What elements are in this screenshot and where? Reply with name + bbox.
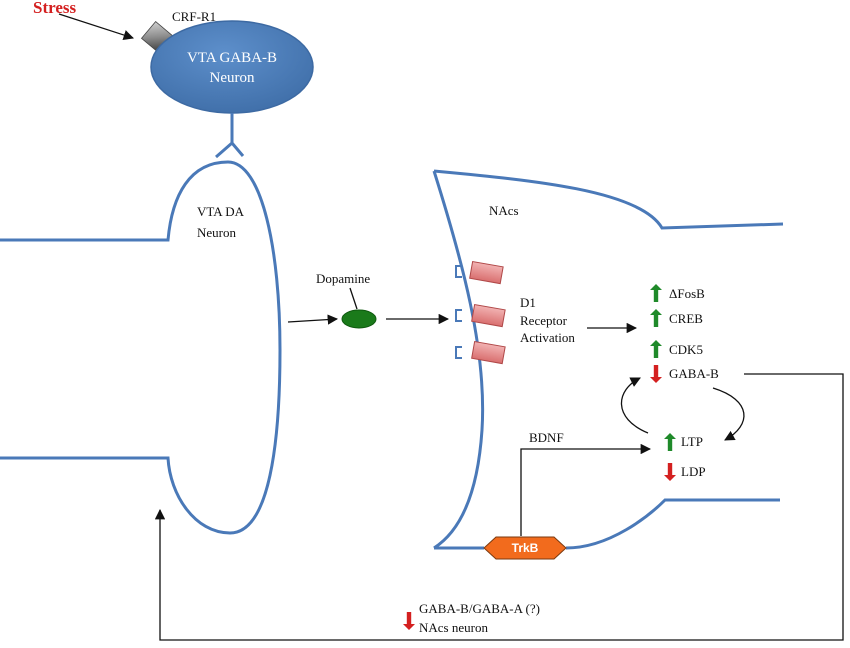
regulation-arrows xyxy=(403,284,676,630)
cycle-arrow-right xyxy=(712,387,745,441)
crf-r1-label: CRF-R1 xyxy=(172,9,216,24)
gaba-axon-terminal xyxy=(215,113,245,159)
vta-gaba-label-line2: Neuron xyxy=(210,70,255,86)
up-arrow-icon-dfosb xyxy=(650,284,662,302)
dopamine-pointer xyxy=(349,287,358,310)
d1-receptor-3 xyxy=(455,340,506,365)
nacs-membrane-bottom xyxy=(434,498,780,550)
down-arrow-icon-gaba-b xyxy=(650,365,662,383)
bdnf-arrow xyxy=(520,443,652,536)
ltp-label: LTP xyxy=(681,434,703,449)
vta-gaba-b-neuron xyxy=(150,20,314,114)
d1-label-line2: Receptor xyxy=(520,313,568,328)
down-arrow-icon-bottom xyxy=(403,612,415,630)
nacs-label: NAcs xyxy=(489,203,519,218)
nacs-membrane-top xyxy=(433,169,784,230)
dfosb-label: ΔFosB xyxy=(669,286,705,301)
d1-receptor-1 xyxy=(455,260,504,285)
d1-label-line1: D1 xyxy=(520,295,536,310)
stress-label: Stress xyxy=(33,0,77,17)
release-arrow xyxy=(287,314,339,325)
dopamine-molecule xyxy=(341,309,377,329)
trkb-receptor xyxy=(483,536,567,560)
cycle-arrow-left xyxy=(620,377,649,434)
vta-gaba-label-line1: VTA GABA-B xyxy=(187,50,277,66)
bdnf-label: BDNF xyxy=(529,430,564,445)
bottom-label-line2: NAcs neuron xyxy=(419,620,488,635)
d1-label-line3: Activation xyxy=(520,330,575,345)
gaba-b-label: GABA-B xyxy=(669,366,719,381)
vta-da-label-line2: Neuron xyxy=(197,225,236,240)
vta-da-neuron-membrane xyxy=(0,160,282,535)
up-arrow-icon-cdk5 xyxy=(650,340,662,358)
bottom-label-line1: GABA-B/GABA-A (?) xyxy=(419,601,540,616)
vta-da-label-line1: VTA DA xyxy=(197,204,245,219)
up-arrow-icon-ltp xyxy=(664,433,676,451)
dopamine-label: Dopamine xyxy=(316,271,370,286)
stress-arrow xyxy=(58,13,134,41)
creb-label: CREB xyxy=(669,311,703,326)
nacs-membrane-left xyxy=(432,170,485,550)
cdk5-label: CDK5 xyxy=(669,342,703,357)
up-arrow-icon-creb xyxy=(650,309,662,327)
feedback-arrow xyxy=(154,373,844,641)
ldp-label: LDP xyxy=(681,464,706,479)
d1-receptor-2 xyxy=(455,303,506,328)
down-arrow-icon-ldp xyxy=(664,463,676,481)
trkb-label: TrkB xyxy=(512,541,539,555)
